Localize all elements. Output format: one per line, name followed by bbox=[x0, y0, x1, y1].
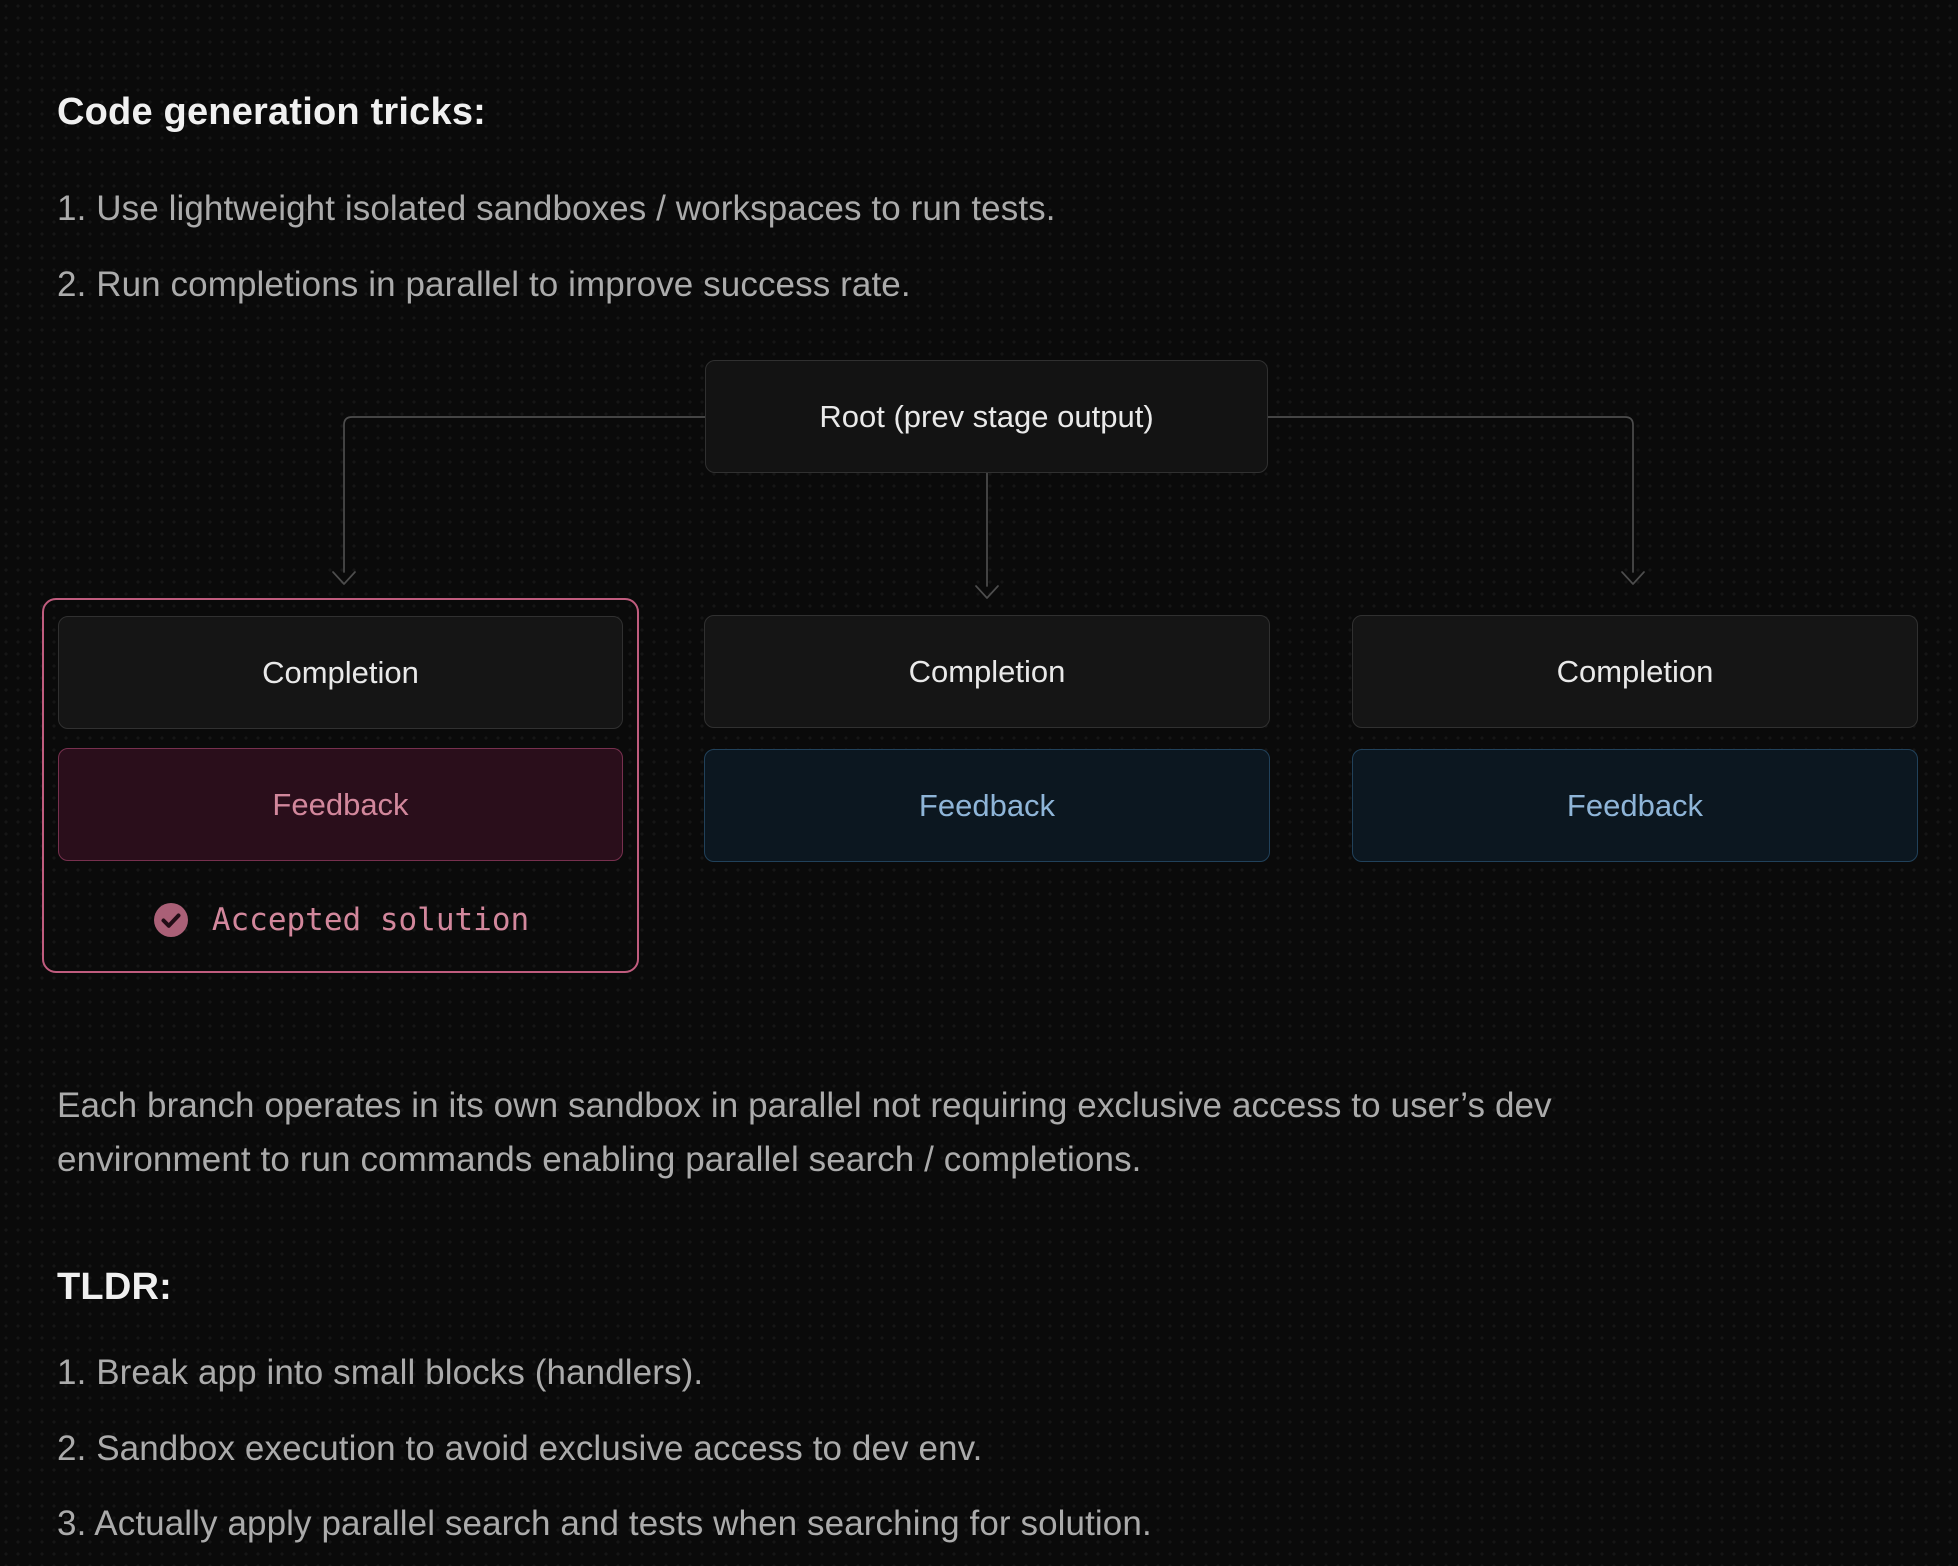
tldr-title: TLDR: bbox=[57, 1265, 172, 1308]
intro-item-1: 1. Use lightweight isolated sandboxes / … bbox=[57, 189, 1056, 228]
connector-left-path bbox=[332, 416, 706, 585]
sandbox-paragraph: Each branch operates in its own sandbox … bbox=[57, 1086, 1552, 1179]
intro-item-2: 2. Run completions in parallel to improv… bbox=[57, 265, 911, 304]
completion-node-1: Completion bbox=[58, 616, 623, 729]
check-circle-bg bbox=[153, 903, 188, 937]
connector-middle-path bbox=[975, 472, 999, 599]
root-node: Root (prev stage output) bbox=[705, 360, 1268, 473]
branch-middle: Completion Feedback bbox=[704, 615, 1270, 862]
completion-label-3: Completion bbox=[1556, 653, 1714, 689]
page-title: Code generation tricks: bbox=[57, 91, 487, 134]
feedback-node-2: Feedback bbox=[704, 749, 1270, 862]
completion-node-3: Completion bbox=[1352, 615, 1918, 728]
feedback-label-3: Feedback bbox=[1566, 787, 1704, 823]
tldr-item-3: 3. Actually apply parallel search and te… bbox=[57, 1504, 1152, 1543]
feedback-label-1: Feedback bbox=[272, 786, 409, 822]
feedback-label-2: Feedback bbox=[918, 787, 1056, 823]
branch-right: Completion Feedback bbox=[1352, 615, 1918, 862]
accepted-solution-row: Accepted solution bbox=[152, 899, 529, 941]
root-node-label: Root (prev stage output) bbox=[819, 398, 1154, 434]
branch-accepted-group: Completion Feedback Accepted solution bbox=[42, 598, 639, 973]
feedback-node-1: Feedback bbox=[58, 748, 623, 861]
tldr-item-2: 2. Sandbox execution to avoid exclusive … bbox=[57, 1429, 983, 1468]
completion-node-2: Completion bbox=[704, 615, 1270, 728]
completion-label-2: Completion bbox=[908, 653, 1066, 689]
check-mark bbox=[161, 913, 181, 928]
check-circle-svg bbox=[153, 903, 188, 937]
connector-right-path bbox=[1267, 416, 1645, 585]
completion-label-1: Completion bbox=[262, 654, 419, 690]
feedback-node-3: Feedback bbox=[1352, 749, 1918, 862]
tldr-item-1: 1. Break app into small blocks (handlers… bbox=[57, 1353, 704, 1392]
accepted-solution-label: Accepted solution bbox=[211, 902, 530, 938]
check-circle-icon bbox=[152, 901, 190, 939]
